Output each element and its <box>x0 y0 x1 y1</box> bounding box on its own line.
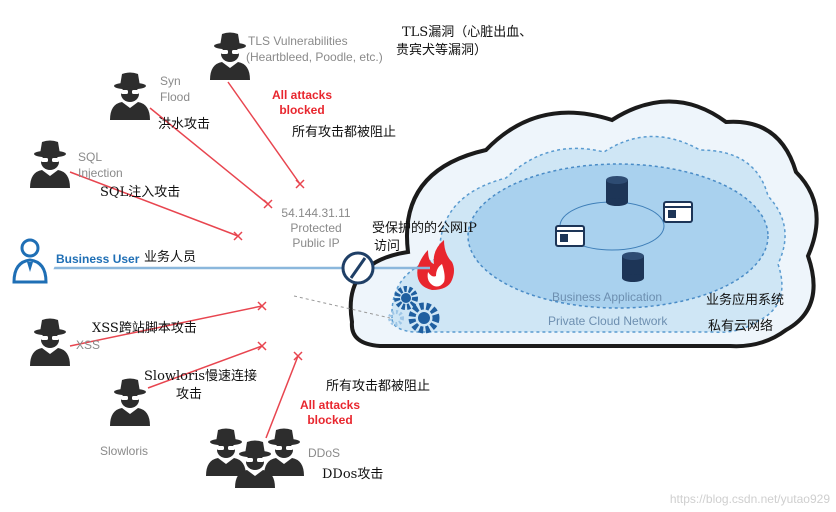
database-icon <box>622 252 644 282</box>
protected-ip-note-line1: 受保护的的公网IP <box>372 221 477 236</box>
watermark: https://blog.csdn.net/yutao929 <box>669 492 830 506</box>
blocked-line1: All attacks <box>299 398 361 412</box>
business-user-note: 业务人员 <box>144 250 197 265</box>
all-attacks-blocked-top: All attacks blocked <box>262 88 342 118</box>
tls-note-line1: TLS漏洞（心脏出血、 <box>402 25 533 40</box>
hacker-sql-injection-icon <box>30 140 70 188</box>
xss-note: XSS跨站脚本攻击 <box>92 321 197 336</box>
blocked-note-bottom: 所有攻击都被阻止 <box>326 379 431 394</box>
ip-address: 54.144.31.11 <box>281 206 351 220</box>
sql-label: SQL <box>78 150 103 164</box>
slowloris-note-line1: Slowloris慢速连接 <box>144 369 258 384</box>
hacker-slowloris-icon <box>110 378 150 426</box>
ddos-label: DDoS <box>308 446 341 460</box>
server-window-icon <box>663 201 693 223</box>
protected-ip-note-line2: 访问 <box>374 239 401 254</box>
ddos-note: DDos攻击 <box>322 467 384 482</box>
tls-vulnerabilities-label: TLS Vulnerabilities <box>248 34 348 48</box>
attack-lines <box>69 81 301 439</box>
business-user-label: Business User <box>56 252 140 266</box>
blocked-note-top: 所有攻击都被阻止 <box>292 125 397 140</box>
hacker-syn-flood-icon <box>110 72 150 120</box>
hacker-ddos-icon <box>206 428 246 476</box>
private-cloud <box>348 99 819 349</box>
business-app-note: 业务应用系统 <box>706 293 785 308</box>
gateway-icon <box>341 251 375 285</box>
firewall-flame-icon <box>417 240 454 290</box>
hacker-xss-icon <box>30 318 70 366</box>
ip-public-label: Public IP <box>292 236 340 250</box>
private-cloud-network-label: Private Cloud Network <box>548 314 668 328</box>
tls-examples-label: (Heartbleed, Poodle, etc.) <box>246 50 383 64</box>
hacker-ddos-icon <box>264 428 304 476</box>
tls-note-line2: 贵宾犬等漏洞） <box>396 43 488 58</box>
ip-protected-label: Protected <box>290 221 342 235</box>
private-cloud-note: 私有云网络 <box>708 319 774 334</box>
syn-flood-note: 洪水攻击 <box>158 117 211 132</box>
protected-public-ip: 54.144.31.11 Protected Public IP <box>268 206 364 251</box>
all-attacks-blocked-bottom: All attacks blocked <box>290 398 370 428</box>
blocked-line2: blocked <box>279 103 325 117</box>
slowloris-label: Slowloris <box>100 444 149 458</box>
business-application-label: Business Application <box>552 290 663 304</box>
gear-icon <box>388 286 440 334</box>
syn-label: Syn <box>160 74 181 88</box>
slowloris-note-line2: 攻击 <box>176 387 203 402</box>
blocked-line1: All attacks <box>271 88 333 102</box>
xss-label: XSS <box>76 338 101 352</box>
injection-label: Injection <box>78 166 123 180</box>
hacker-tls-icon <box>210 32 250 80</box>
blocked-marks <box>233 179 305 361</box>
business-application-zone <box>467 163 769 309</box>
sql-injection-note: SQL注入攻击 <box>100 185 181 200</box>
blocked-line2: blocked <box>307 413 353 427</box>
business-user-icon <box>4 232 56 284</box>
database-icon <box>606 176 628 206</box>
flood-label: Flood <box>160 90 191 104</box>
server-window-icon <box>555 225 585 247</box>
